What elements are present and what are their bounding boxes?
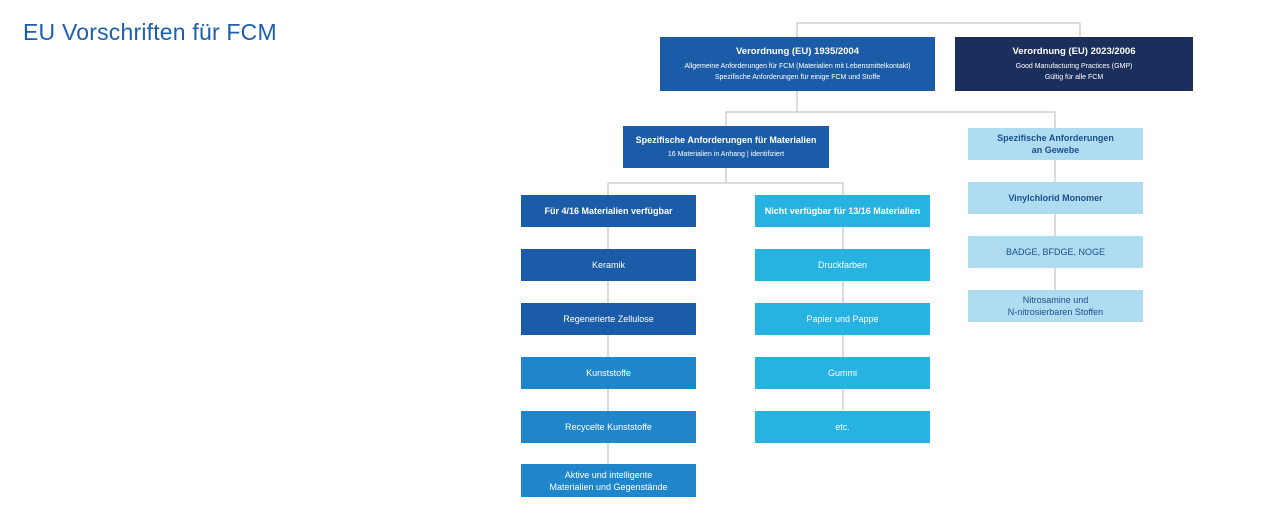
material-item-label: etc.: [835, 422, 850, 432]
material-item-printing-inks: Druckfarben: [755, 249, 930, 281]
specific-substances-line1: Spezifische Anforderungen: [997, 133, 1114, 143]
material-item-label-line2: Materialien und Gegenstände: [549, 481, 668, 492]
regulation-2023-sub1: Good Manufacturing Practices (GMP): [1015, 63, 1133, 70]
regulation-2023-title: Verordnung (EU) 2023/2006: [1012, 46, 1136, 57]
regulation-2023-sub2: Gültig für alle FCM: [1044, 74, 1104, 81]
material-item-label: Recycelte Kunststoffe: [565, 422, 652, 432]
substance-item-nitrosamines: Nitrosamine und N-nitrosierbaren Stoffen: [968, 290, 1143, 322]
regulation-2023-2006-box: Verordnung (EU) 2023/2006 Good Manufactu…: [955, 37, 1193, 91]
material-item-regenerated-cellulose: Regenerierte Zellulose: [521, 303, 696, 335]
substance-item-label-line2: N-nitrosierbaren Stoffen: [1007, 307, 1104, 317]
substance-item-badge: BADGE, BFDGE, NOGE: [968, 236, 1143, 268]
available-materials-box: Für 4/16 Materialien verfügbar: [521, 195, 696, 227]
regulation-1935-sub1: Allgemeine Anforderungen für FCM (Materi…: [684, 63, 911, 70]
regulation-1935-2004-box: Verordnung (EU) 1935/2004 Allgemeine Anf…: [660, 37, 935, 91]
substance-item-label-line1: Nitrosamine und: [1022, 295, 1089, 305]
connector-level2-split: [725, 111, 1056, 128]
available-materials-title: Für 4/16 Materialien verfügbar: [544, 206, 673, 216]
not-available-materials-title: Nicht verfügbar für 13/16 Materialien: [764, 206, 921, 216]
material-item-label: Gummi: [828, 368, 857, 378]
material-item-plastics: Kunststoffe: [521, 357, 696, 389]
material-item-rubber: Gummi: [755, 357, 930, 389]
specific-substances-box: Spezifische Anforderungen an Gewebe: [968, 128, 1143, 160]
material-item-label: Druckfarben: [817, 260, 868, 270]
material-item-label: Papier und Pappe: [806, 314, 879, 324]
material-item-label: Keramik: [591, 260, 625, 270]
not-available-materials-box: Nicht verfügbar für 13/16 Materialien: [755, 195, 930, 227]
connector-level3-split: [607, 182, 844, 195]
substance-item-vinyl-chloride: Vinylchlorid Monomer: [968, 182, 1143, 214]
specific-materials-title: Spezifische Anforderungen für Materialie…: [635, 135, 817, 145]
material-item-etc: etc.: [755, 411, 930, 443]
material-item-active-intelligent: Aktive und intelligente Materialien und …: [521, 464, 696, 497]
substance-item-label: BADGE, BFDGE, NOGE: [1005, 247, 1106, 257]
regulation-1935-title: Verordnung (EU) 1935/2004: [735, 46, 860, 57]
specific-materials-sub: 16 Materialien in Anhang | identifiziert: [667, 151, 785, 158]
connector-regulations: [796, 22, 1081, 37]
page-title: EU Vorschriften für FCM: [23, 19, 277, 45]
substance-item-label: Vinylchlorid Monomer: [1008, 193, 1103, 203]
specific-materials-box: Spezifische Anforderungen für Materialie…: [623, 126, 829, 168]
material-item-label: Kunststoffe: [586, 368, 631, 378]
regulation-1935-sub2: Spezifische Anforderungen für einige FCM…: [714, 74, 881, 81]
material-item-paper-board: Papier und Pappe: [755, 303, 930, 335]
specific-substances-line2: an Gewebe: [1031, 145, 1080, 155]
material-item-label-line1: Aktive und intelligente: [564, 469, 653, 480]
material-item-recycled-plastics: Recycelte Kunststoffe: [521, 411, 696, 443]
material-item-label: Regenerierte Zellulose: [563, 314, 654, 324]
material-item-ceramic: Keramik: [521, 249, 696, 281]
